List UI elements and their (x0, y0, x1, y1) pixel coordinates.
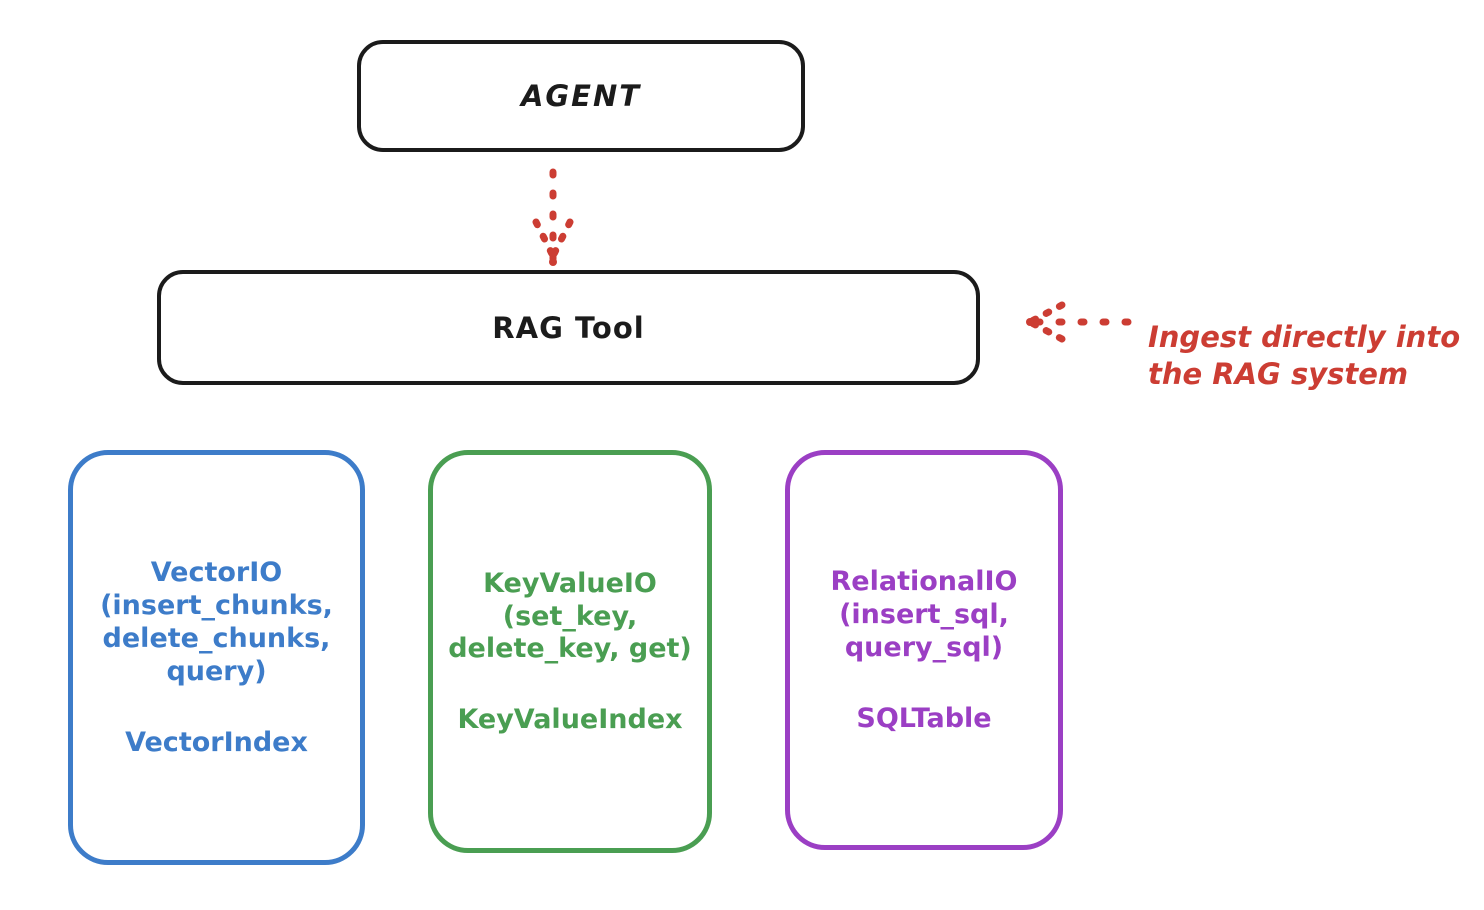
annotation-ingest: Ingest directly into the RAG system (1148, 283, 1478, 392)
node-keyvalue-io[interactable]: KeyValueIO (set_key, delete_key, get) Ke… (428, 450, 712, 853)
node-rag-tool[interactable]: RAG Tool (157, 270, 980, 385)
connector-ingest-to-rag (1026, 301, 1132, 343)
node-relational-io[interactable]: RelationalIO (insert_sql, query_sql) SQL… (785, 450, 1063, 850)
node-relational-io-api: RelationalIO (insert_sql, query_sql) (830, 566, 1018, 663)
node-vector-io-index: VectorIndex (125, 726, 308, 758)
annotation-ingest-text: Ingest directly into the RAG system (1148, 320, 1461, 391)
node-relational-io-index: SQLTable (856, 702, 992, 734)
node-keyvalue-io-api: KeyValueIO (set_key, delete_key, get) (448, 567, 692, 665)
connector-agent-to-rag (532, 168, 574, 266)
node-rag-tool-label: RAG Tool (492, 310, 645, 345)
node-vector-io[interactable]: VectorIO (insert_chunks, delete_chunks, … (68, 450, 365, 865)
node-agent-label: AGENT (520, 79, 642, 113)
node-vector-io-api: VectorIO (insert_chunks, delete_chunks, … (100, 557, 333, 687)
node-agent[interactable]: AGENT (357, 40, 805, 152)
node-keyvalue-io-index: KeyValueIndex (457, 704, 683, 736)
